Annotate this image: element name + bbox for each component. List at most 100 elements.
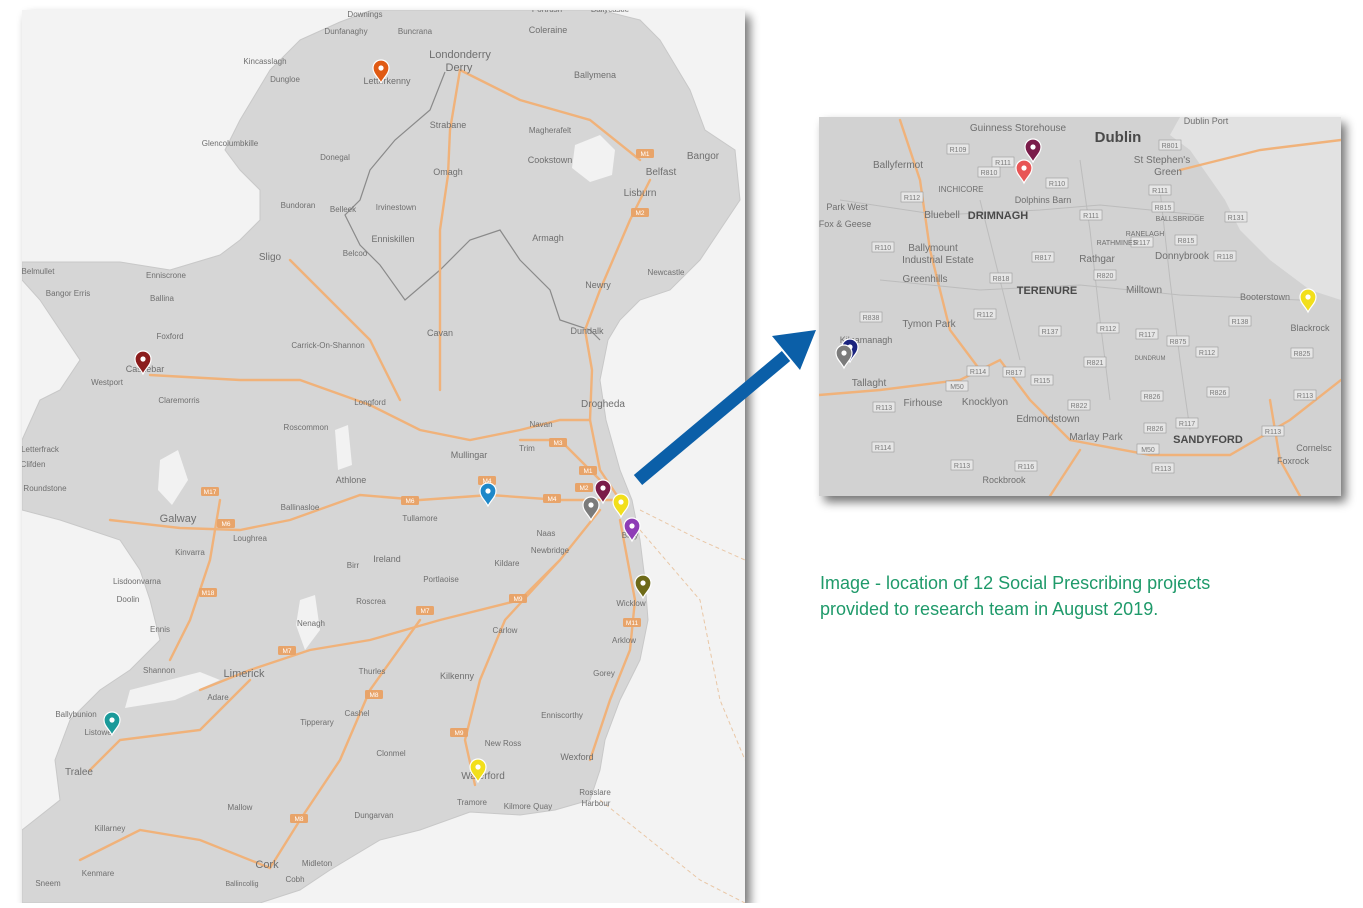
town-label: Tralee [65,767,93,778]
motorway-shield-bg [290,814,308,823]
project-pin[interactable] [623,517,641,543]
map-marker-icon[interactable] [1299,288,1317,314]
map-marker-icon[interactable] [623,517,641,543]
motorway-shield-bg [217,519,235,528]
project-pin[interactable] [479,482,497,508]
town-label: Mallow [228,803,253,812]
project-pin[interactable] [634,574,652,600]
motorway-network [78,68,652,870]
motorway-label: M4 [482,478,491,485]
map-marker-icon[interactable] [612,493,630,519]
regional-road-shield: R112 [973,308,997,320]
town-label: Enniskillen [371,234,414,244]
map-marker-icon[interactable] [479,482,497,508]
area-label: Rockbrook [982,475,1026,485]
road-shield-bg [871,441,895,453]
map-marker-icon[interactable] [1024,138,1042,164]
project-pin[interactable] [1299,288,1317,314]
regional-road-shield: R111 [1079,209,1103,221]
road-shield-bg [1136,443,1160,455]
dublin-inset-map[interactable]: R109R801R111R810R110R111R112R815R131R111… [819,116,1341,496]
road-label: R131 [1228,215,1245,222]
area-label: RATHMINES [1097,240,1138,247]
town-label: Newry [585,280,611,290]
map-marker-icon[interactable] [103,711,121,737]
road-shield-bg [1293,389,1317,401]
town-label: Bundoran [281,201,316,210]
road-label: R826 [1147,426,1164,433]
town-label: Ennis [150,625,170,634]
regional-road-shield: R111 [991,156,1015,168]
road-label: M50 [1141,447,1155,454]
town-label: Roundstone [23,484,67,493]
town-label: Ballybunion [55,710,96,719]
area-label: BALLSBRIDGE [1156,216,1205,223]
motorway-label: M2 [579,485,588,492]
area-label: Ballymount [908,243,958,254]
project-pin[interactable] [835,344,853,370]
ireland-map[interactable]: M1M2M3M4M6M4M6M17M18M7M9M11M7M8M9M8M1M2 … [21,5,745,903]
road-label: R113 [1265,429,1281,436]
town-label: Buncrana [398,27,433,36]
town-label: Belcoo [343,249,368,258]
road-label: R875 [1170,339,1187,346]
motorway-label: M9 [513,596,522,603]
map-marker-dot [600,485,606,491]
regional-road-shield: R113 [1293,389,1317,401]
road-label: R817 [1035,255,1052,262]
map-marker-icon[interactable] [469,758,487,784]
road-shield-bg [946,143,970,155]
project-pin[interactable] [612,493,630,519]
road-shield-bg [1166,335,1190,347]
road-label: R826 [1210,390,1227,397]
road-label: R810 [981,170,998,177]
motorway-shield: M7 [416,606,434,615]
road-shield-bg [1158,139,1182,151]
town-label: Doolin [117,595,140,604]
motorway-label: M7 [420,608,429,615]
town-label: Carrick-On-Shannon [291,341,364,350]
road-shield-bg [1031,251,1055,263]
map-marker-icon[interactable] [634,574,652,600]
map-marker-icon[interactable] [372,59,390,85]
ireland-project-pins[interactable] [103,59,652,784]
regional-road-shield: R115 [1030,374,1054,386]
dublin-project-pins[interactable] [835,138,1317,370]
town-label: Portrush [532,5,562,14]
motorway-shield-bg [543,494,561,503]
map-marker-icon[interactable] [835,344,853,370]
project-pin[interactable] [372,59,390,85]
town-label: Kildare [495,559,520,568]
town-label: Irvinestown [376,203,416,212]
area-label: Tallaght [852,378,887,389]
road-shield-bg [1083,356,1107,368]
map-marker-icon[interactable] [582,496,600,522]
motorway-shield-bg [579,466,597,475]
motorway-shield: M9 [450,728,468,737]
town-label: Arklow [612,636,636,645]
town-label: Tullamore [402,514,438,523]
project-pin[interactable] [469,758,487,784]
town-label: Athlone [336,475,367,485]
town-label: Nenagh [297,619,325,628]
project-pin[interactable] [1024,138,1042,164]
road-shield-bg [1151,201,1175,213]
project-pin[interactable] [134,350,152,376]
project-pin[interactable] [1015,159,1033,185]
road-label: R137 [1042,329,1059,336]
project-pin[interactable] [103,711,121,737]
map-marker-icon[interactable] [134,350,152,376]
map-marker-icon[interactable] [594,479,612,505]
project-pin[interactable] [594,479,612,505]
road-label: R113 [1155,466,1171,473]
map-marker-icon[interactable] [1015,159,1033,185]
project-pin[interactable] [582,496,600,522]
area-label: SANDYFORD [1173,434,1243,446]
road-label: R112 [904,195,920,202]
town-label: Loughrea [233,534,267,543]
map-marker-dot [618,499,624,505]
motorway-shield: M4 [478,476,496,485]
town-label: Ballincollig [225,881,258,888]
road-label: R801 [1162,143,1179,150]
road-label: R138 [1232,319,1249,326]
